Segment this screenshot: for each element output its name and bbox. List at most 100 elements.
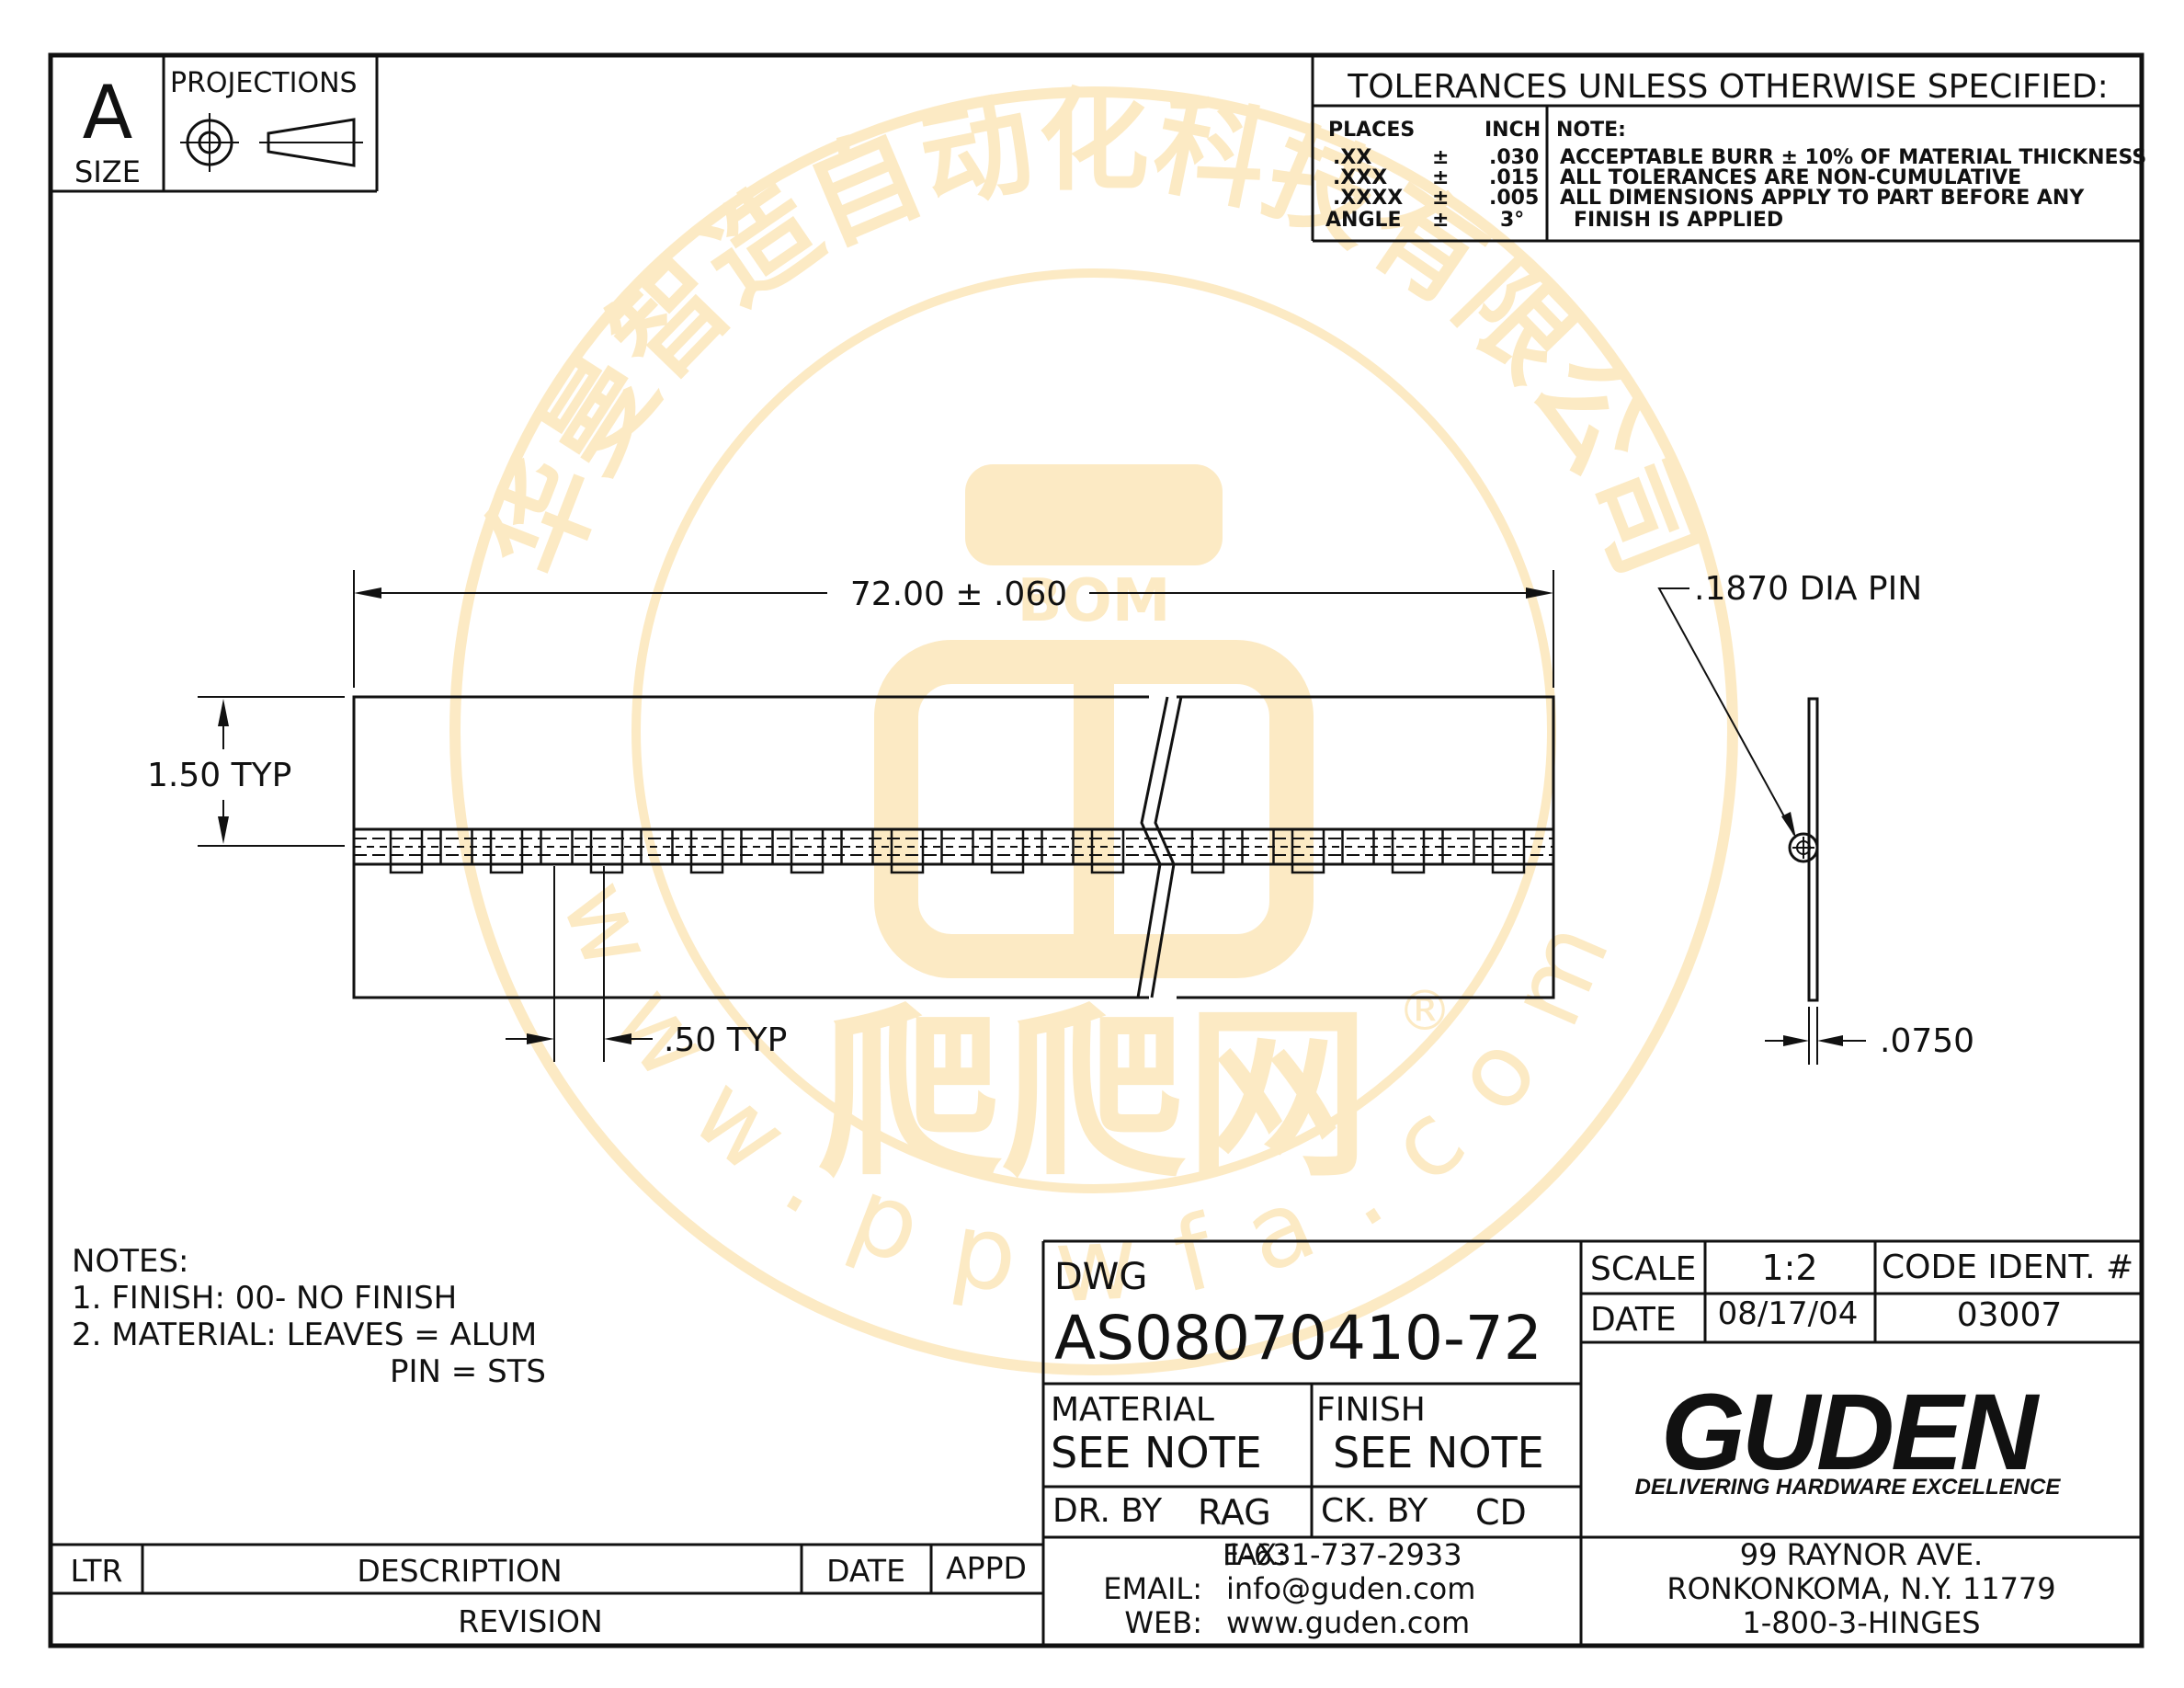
code-ident-label: CODE IDENT. # (1882, 1249, 2133, 1286)
svg-text:.XXX: .XXX (1333, 166, 1387, 189)
knuckle-segment (1341, 827, 1375, 866)
email: info@guden.com (1226, 1571, 1475, 1606)
knuckle-segment (840, 827, 874, 866)
revision-title: REVISION (458, 1603, 602, 1639)
places-header: PLACES (1328, 119, 1415, 142)
email-label: EMAIL: (1103, 1571, 1202, 1606)
knuckle-segment (589, 827, 624, 874)
checked-by-label: CK. BY (1321, 1492, 1428, 1530)
note-finish: 1. FINISH: 00- NO FINISH (72, 1280, 457, 1317)
knuckle-segment (790, 827, 825, 874)
address-line-2: RONKONKOMA, N.Y. 11779 (1666, 1571, 2055, 1606)
address-line-1: 99 RAYNOR AVE. (1740, 1537, 1983, 1572)
thickness-dimension-text: .0750 (1880, 1022, 1974, 1060)
svg-text:ANGLE: ANGLE (1325, 209, 1402, 232)
notes-header: NOTES: (72, 1243, 188, 1280)
knuckle-segments (389, 827, 1526, 874)
knuckle-segment (1190, 827, 1225, 874)
knuckle-segment (689, 827, 724, 874)
web-label: WEB: (1124, 1605, 1202, 1640)
tolerance-row: .XXXX ± .005 (1333, 187, 1539, 210)
knuckle-segment (1391, 827, 1426, 874)
size-letter: A (83, 70, 133, 155)
drawn-by-label: DR. BY (1052, 1492, 1163, 1530)
knuckle-segment (1241, 827, 1275, 866)
note-pin-material: PIN = STS (390, 1353, 546, 1390)
knuckle-segment (439, 827, 473, 866)
fax-label: FAX: (1223, 1537, 1287, 1572)
guden-tagline: DELIVERING HARDWARE EXCELLENCE (1635, 1475, 2062, 1500)
watermark-registered: ® (1397, 979, 1452, 1044)
svg-text:±: ± (1432, 166, 1449, 189)
fax: 1-631-737-2933 (1224, 1537, 1462, 1572)
tolerance-note: ALL TOLERANCES ARE NON-CUMULATIVE (1560, 166, 2021, 189)
finish-label: FINISH (1316, 1391, 1426, 1429)
watermark: BOM 爬爬网 ® 华曼智造自动化科技有限公司 www.ppwfa.com (449, 78, 1738, 1375)
web: www.guden.com (1226, 1605, 1470, 1640)
knuckle-dimension-text: .50 TYP (664, 1021, 787, 1059)
first-angle-projection-icon (180, 113, 363, 172)
knuckle-segment (1491, 827, 1526, 874)
tolerance-note: ALL DIMENSIONS APPLY TO PART BEFORE ANY (1560, 187, 2085, 210)
note-material: 2. MATERIAL: LEAVES = ALUM (72, 1317, 537, 1353)
scale-label: SCALE (1590, 1250, 1696, 1288)
svg-text:.XX: .XX (1333, 146, 1371, 169)
scale-value: 1:2 (1761, 1248, 1817, 1288)
guden-logo: GUDEN (1661, 1372, 2041, 1493)
hinge-side-view: .1870 DIA PIN .0750 (1657, 570, 1974, 1065)
code-ident-value: 03007 (1957, 1296, 2063, 1334)
note-header: NOTE: (1556, 119, 1626, 142)
sheet-border (48, 52, 2144, 1648)
length-dimension-text: 72.00 ± .060 (850, 576, 1067, 613)
watermark-bottom-text: 爬爬网 (818, 988, 1370, 1203)
revision-ltr-header: LTR (71, 1553, 123, 1589)
knuckle-segment (940, 827, 974, 866)
svg-text:±: ± (1432, 187, 1449, 210)
dwg-number: AS08070410-72 (1054, 1303, 1542, 1374)
knuckle-segment (540, 827, 574, 866)
knuckle-segment (1041, 827, 1075, 866)
svg-text:3°: 3° (1500, 209, 1524, 232)
size-block: A SIZE PROJECTIONS (51, 55, 379, 193)
knuckle-segment (990, 827, 1025, 874)
general-notes: NOTES: 1. FINISH: 00- NO FINISH 2. MATER… (72, 1243, 546, 1390)
material-label: MATERIAL (1051, 1391, 1214, 1429)
tolerance-row: .XXX ± .015 (1333, 166, 1539, 189)
material-value: SEE NOTE (1051, 1428, 1262, 1477)
revision-description-header: DESCRIPTION (357, 1553, 562, 1589)
svg-text:.015: .015 (1489, 166, 1539, 189)
revision-block: LTR DESCRIPTION DATE APPD REVISION (51, 1543, 1043, 1639)
knuckle-segment (740, 827, 774, 866)
hinge-front-view (352, 695, 1555, 999)
svg-text:±: ± (1432, 146, 1449, 169)
phone: 1-800-3-HINGES (1742, 1605, 1980, 1640)
finish-value: SEE NOTE (1333, 1428, 1544, 1477)
title-block: DWG AS08070410-72 MATERIAL SEE NOTE FINI… (1041, 1239, 2142, 1646)
watermark-center-text: BOM (1018, 567, 1171, 635)
tolerances-title: TOLERANCES UNLESS OTHERWISE SPECIFIED: (1347, 68, 2109, 106)
svg-text:.005: .005 (1489, 187, 1539, 210)
date-label: DATE (1590, 1301, 1677, 1339)
tolerance-note: ACCEPTABLE BURR ± 10% OF MATERIAL THICKN… (1560, 146, 2146, 169)
revision-appd-header: APPD (946, 1550, 1027, 1586)
knuckle-dimension: .50 TYP (506, 866, 787, 1062)
inch-header: INCH (1484, 119, 1541, 142)
projections-label: PROJECTIONS (170, 67, 358, 99)
date-value: 08/17/04 (1718, 1295, 1859, 1332)
tolerance-row: ANGLE ± 3° (1325, 209, 1524, 232)
knuckle-segment (1441, 827, 1475, 866)
knuckle-segment (489, 827, 524, 874)
revision-date-header: DATE (826, 1553, 905, 1589)
svg-text:.030: .030 (1489, 146, 1539, 169)
tolerances-block: TOLERANCES UNLESS OTHERWISE SPECIFIED: P… (1311, 55, 2146, 243)
knuckle-segment (890, 827, 925, 874)
dwg-label: DWG (1054, 1256, 1147, 1298)
length-dimension: 72.00 ± .060 (353, 570, 1554, 688)
size-label: SIZE (74, 154, 141, 189)
knuckle-segment (389, 827, 424, 874)
width-dimension-text: 1.50 TYP (147, 757, 291, 794)
pin-dimension-text: .1870 DIA PIN (1694, 570, 1922, 608)
width-dimension: 1.50 TYP (147, 696, 345, 847)
svg-text:±: ± (1432, 209, 1449, 232)
